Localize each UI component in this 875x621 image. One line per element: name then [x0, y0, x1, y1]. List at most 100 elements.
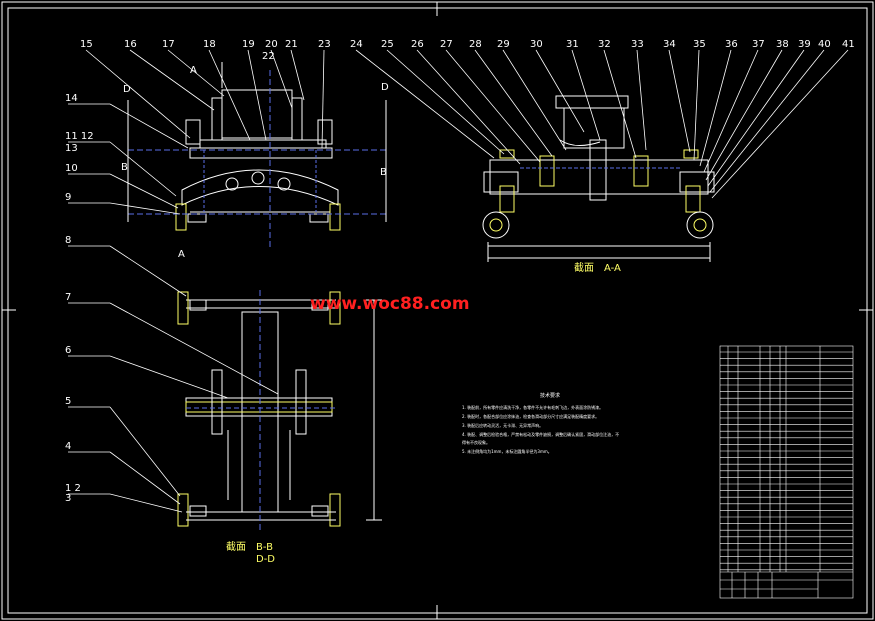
callout-35: 35	[693, 39, 706, 50]
leader-15	[85, 49, 191, 139]
leader-32	[603, 49, 637, 159]
callout-left-5: 5	[65, 396, 71, 407]
leader-left	[109, 173, 179, 209]
callout-26: 26	[411, 39, 424, 50]
notes-line-4: 4. 装配、调整后检验合格，严禁有松动及零件缺损，调整后确认紧固，滑动部位注油，…	[462, 431, 619, 437]
section-mark-b-right: B	[380, 167, 387, 178]
callout-23: 23	[318, 39, 331, 50]
callout-28: 28	[469, 39, 482, 50]
leader-23	[321, 49, 325, 149]
callout-left-6: 6	[65, 345, 71, 356]
leader-41	[711, 49, 849, 199]
section-mark-a-top: A	[190, 65, 197, 76]
view-title-dd: D-D	[256, 554, 275, 565]
view-title-bb: B-B	[256, 542, 273, 553]
callout-36: 36	[725, 39, 738, 50]
leader-39	[707, 49, 805, 187]
leader-left	[109, 493, 183, 513]
leader-26	[416, 49, 521, 165]
parts-list-outline	[719, 345, 854, 599]
leader-21	[290, 49, 305, 101]
section-mark-d-left: D	[123, 84, 131, 95]
callout-38: 38	[776, 39, 789, 50]
leader-34	[668, 49, 691, 153]
section-mark-b-left: B	[121, 162, 128, 173]
section-mark-d-right: D	[381, 82, 389, 93]
leader-28	[474, 49, 553, 157]
callout-22: 22	[262, 51, 275, 62]
leader-20	[270, 49, 293, 109]
notes-line-3: 3. 装配后应转动灵活，无卡滞、无异常声响。	[462, 422, 543, 428]
callout-left-8: 8	[65, 235, 71, 246]
leader-31	[571, 49, 601, 141]
leader-left	[109, 202, 181, 215]
section-aa-view	[482, 95, 715, 262]
callout-left-11-12: 11 12	[65, 131, 94, 142]
callout-left-9: 9	[65, 192, 71, 203]
notes-line-6: 5. 未注倒角均为1mm，未标注圆角半径为3mm。	[462, 448, 552, 454]
leader-19	[247, 49, 267, 141]
callout-18: 18	[203, 39, 216, 50]
callout-29: 29	[497, 39, 510, 50]
leader-left	[109, 141, 177, 197]
callout-34: 34	[663, 39, 676, 50]
notes-line-1: 1. 装配前，所有零件应清洗干净，各零件不允许有毛刺飞边，外表面涂防锈漆。	[462, 404, 603, 410]
callout-39: 39	[798, 39, 811, 50]
callout-41: 41	[842, 39, 855, 50]
callout-left-3: 3	[65, 493, 71, 504]
section-bb-dd-view	[177, 290, 382, 530]
callout-left-10: 10	[65, 163, 78, 174]
callout-17: 17	[162, 39, 175, 50]
technical-requirements: 技术要求 1. 装配前，所有零件应清洗干净，各零件不允许有毛刺飞边，外表面涂防锈…	[462, 392, 619, 454]
callout-30: 30	[530, 39, 543, 50]
leader-18	[208, 49, 251, 141]
leader-left	[109, 245, 187, 297]
leader-left	[109, 451, 181, 505]
callout-25: 25	[381, 39, 394, 50]
leader-36	[699, 49, 732, 167]
callout-left-13: 13	[65, 143, 78, 154]
leader-40	[709, 49, 825, 193]
leader-left	[109, 103, 189, 149]
view-title-bb-prefix: 截面	[226, 540, 246, 553]
callout-leaders	[68, 49, 849, 513]
callout-32: 32	[598, 39, 611, 50]
leader-33	[636, 49, 647, 151]
callout-15: 15	[80, 39, 93, 50]
callout-40: 40	[818, 39, 831, 50]
callout-left-4: 4	[65, 441, 71, 452]
leader-27	[445, 49, 541, 163]
leader-35	[693, 49, 700, 161]
callout-left-14: 14	[65, 93, 78, 104]
callout-left-1-2: 1 2	[65, 483, 81, 494]
leader-17	[167, 49, 225, 97]
view-title-aa: A-A	[604, 263, 621, 274]
callout-19: 19	[242, 39, 255, 50]
notes-line-2: 2. 装配时，各配合部位应涂抹油，检查各滑动部分尺寸应满足装配精度要求。	[462, 413, 599, 419]
callout-left-7: 7	[65, 292, 71, 303]
leader-29	[502, 49, 567, 151]
front-view	[127, 62, 388, 250]
notes-line-5: 得有不良现象。	[462, 439, 490, 445]
callouts-left-lower: 7 6 5 4 1 23	[65, 292, 81, 504]
leader-24	[355, 49, 495, 159]
watermark: www.woc88.com	[310, 294, 470, 314]
callout-33: 33	[631, 39, 644, 50]
section-mark-a-bottom: A	[178, 249, 185, 260]
callout-37: 37	[752, 39, 765, 50]
leader-left	[109, 406, 181, 497]
leader-37	[703, 49, 759, 173]
leader-38	[705, 49, 783, 181]
callout-21: 21	[285, 39, 298, 50]
callout-31: 31	[566, 39, 579, 50]
notes-title: 技术要求	[540, 392, 560, 399]
leader-30	[535, 49, 585, 133]
leader-16	[129, 49, 215, 111]
view-title-aa-prefix: 截面	[574, 261, 594, 274]
leader-25	[386, 49, 505, 155]
leader-left	[109, 355, 229, 399]
